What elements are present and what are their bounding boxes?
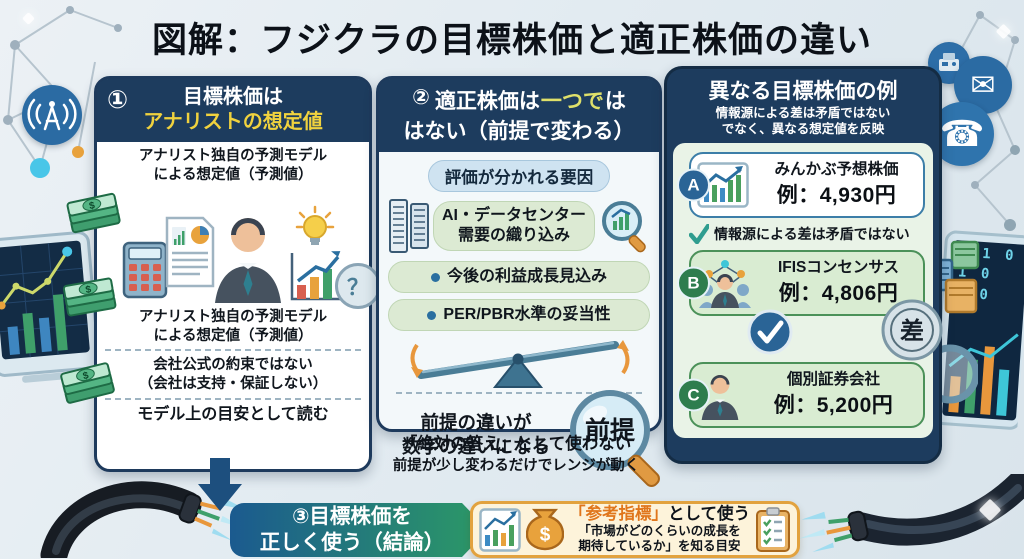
panel2-conclusion-row: 前提の違いが 数字の違いになる 前提 [388, 390, 660, 488]
page-title: 図解：フジクラの目標株価と適正株価の違い [151, 21, 872, 60]
factor-ai-datacenter: AI・データセンター 需要の織り込み [433, 201, 595, 251]
panel2-conclusion: 前提の違いが 数字の違いになる [401, 411, 550, 457]
panel3-header: 異なる目標株価の例 情報源による差は矛盾ではない でなく、異なる想定値を反映 [667, 69, 939, 141]
broker-person-icon [701, 375, 739, 421]
svg-text:$: $ [85, 284, 93, 296]
source-label: 個別証券会社 [786, 371, 880, 389]
panel-target-price-definition: ① 目標株価は アナリストの想定値 アナリスト独自の予測モデル による想定値（予… [94, 76, 381, 472]
check-icon [689, 224, 709, 245]
panel2-footnote-line1: 「絶対の答え」として使わない [400, 435, 632, 453]
panel2-footnote: 「絶対の答え」として使わない 前提が少し変わるだけでレンジが動く [366, 430, 666, 475]
factor-per-pbr: PER/PBR水準の妥当性 [443, 306, 611, 323]
panel1-body: アナリスト独自の予測モデル による想定値（予測値） [97, 147, 381, 426]
stock-monitor-left-icon [0, 227, 104, 388]
svg-text:$: $ [88, 200, 96, 212]
fiber-cable-right-icon [799, 474, 1024, 553]
panel1-point-promise: 会社公式の約束ではない （会社は支持・保証しない） [138, 357, 328, 393]
factors-header-pill: 評価が分かれる要因 [427, 160, 611, 192]
panel1-header: ① 目標株価は アナリストの想定値 [97, 79, 369, 142]
source-value: 例：4,930円 [776, 184, 897, 208]
check-circle-icon [747, 309, 793, 355]
factor-profit-growth-pill: 今後の利益成長見込み [388, 261, 650, 293]
lightbulb-icon [295, 205, 335, 245]
step1-number-badge: ① [107, 86, 129, 114]
badge-b: B [677, 266, 710, 300]
source-value: 例：5,200円 [773, 394, 894, 418]
panel3-check-note-row: 情報源による差は矛盾ではない [689, 224, 925, 245]
money-bag-icon: $ [526, 508, 564, 550]
panel1-point-mid: アナリスト独自の予測モデル による想定値（予測値） [138, 308, 328, 344]
clipboard-icon [756, 506, 790, 552]
panel2-title-seg1: 適正株価は [434, 90, 540, 113]
consensus-people-icon [699, 260, 751, 309]
calculator-icon [122, 241, 168, 298]
step3-arrow-banner: ③目標株価を 正しく使う（結論） [230, 503, 488, 557]
panel3-subtitle: 情報源による差は矛盾ではない でなく、異なる想定値を反映 [715, 106, 891, 136]
usage-description: 「市場がどのくらいの成長を 期待しているか」を知る目安 [578, 523, 741, 553]
panel3-title: 異なる目標株価の例 [708, 80, 898, 103]
step2-number-badge: ② [412, 86, 430, 109]
source-row-broker: C 個別証券会社 例：5,200円 [677, 362, 925, 429]
source-row-minkabu: A みんかぶ予想株価 例：4,930円 [677, 152, 925, 219]
badge-c: C [677, 378, 710, 412]
badge-a: A [677, 168, 710, 202]
usage-highlight: 「参考指標」 [569, 505, 668, 524]
usage-note-box: $ 「参考指標」として使う 「市場がどのくらいの成長を 期待しているか」を知る目… [470, 501, 800, 558]
bullet-dot [427, 310, 437, 320]
step3-line1: ③目標株価を [292, 505, 412, 529]
step3-line2: 正しく使う（結論） [259, 531, 445, 554]
divider [105, 349, 361, 352]
panel3-body: A みんかぶ予想株価 例：4,930円 情報源による差は矛盾ではない [673, 143, 943, 439]
panel2-body: 評価が分かれる要因 AI・データセンター 需要の織り込み [379, 152, 660, 488]
bullet-dot [430, 272, 440, 282]
down-arrow [198, 458, 242, 511]
divider [396, 392, 642, 394]
money-bag-dollar: $ [540, 524, 551, 545]
panel1-point-guide: モデル上の目安として読む [137, 406, 329, 424]
antenna-icon [22, 85, 82, 145]
source-label: IFISコンセンサス [777, 259, 900, 277]
panel2-footnote-line2: 前提が少し変わるだけでレンジが動く [392, 458, 640, 474]
source-label: みんかぶ予想株価 [774, 161, 899, 179]
svg-text:$: $ [82, 370, 90, 382]
analyst-illustration [97, 187, 369, 303]
source-value: 例：4,806円 [778, 282, 899, 306]
money-stack-icon: $ [60, 362, 115, 404]
money-stack-icon: $ [66, 192, 121, 234]
panel1-point-top: アナリスト独自の予測モデル による想定値（予測値） [138, 148, 328, 183]
email-glyph: ✉ [970, 68, 996, 102]
usage-note-text: 「参考指標」として使う 「市場がどのくらいの成長を 期待しているか」を知る目安 [569, 505, 750, 554]
phone-glyph: ☎ [939, 113, 985, 154]
panel-target-price-examples: 異なる目標株価の例 情報源による差は矛盾ではない でなく、異なる想定値を反映 A… [664, 66, 943, 464]
panel3-check-note: 情報源による差は矛盾ではない [714, 226, 910, 243]
panel1-title-line1: 目標株価は [183, 86, 283, 108]
analyst-avatar [215, 217, 281, 303]
panel-fair-price: ② 適正株価は 一つで は はない（前提で変わる） 評価が分かれる要因 AI・デ… [376, 76, 662, 488]
usage-rest: として使う [668, 505, 751, 524]
difference-coin-label: 差 [900, 317, 924, 345]
panel2-header: ② 適正株価は 一つで は はない（前提で変わる） [379, 79, 659, 152]
premise-magnifier-label: 前提 [585, 416, 636, 445]
growth-chart-icon [290, 250, 342, 300]
panel2-title-highlight: 一つで [540, 90, 604, 113]
source-row-ifis: B IFISコンセンサス 例：4,806円 [677, 250, 925, 317]
seesaw-balance-icon [410, 340, 630, 388]
bar-chart-icon [479, 507, 521, 552]
magnifier-chart-icon [602, 201, 646, 253]
money-stack-icon: $ [62, 277, 117, 317]
panel2-title-seg2: は [604, 90, 626, 113]
server-rack-icon [389, 199, 429, 253]
difference-coin-badge: 差 [881, 299, 943, 361]
question-mark-icon: ？ [335, 263, 381, 309]
panel1-title-line2: アナリストの想定値 [143, 111, 323, 133]
divider [105, 398, 361, 401]
factor-profit-growth: 今後の利益成長見込み [446, 268, 607, 285]
premise-magnifier-icon: 前提 [570, 390, 660, 488]
factor-per-pbr-pill: PER/PBR水準の妥当性 [388, 299, 650, 331]
panel2-title-line2: はない（前提で変わる） [403, 120, 635, 143]
fiber-cable-left-icon [40, 481, 245, 558]
report-document-icon [165, 216, 215, 287]
